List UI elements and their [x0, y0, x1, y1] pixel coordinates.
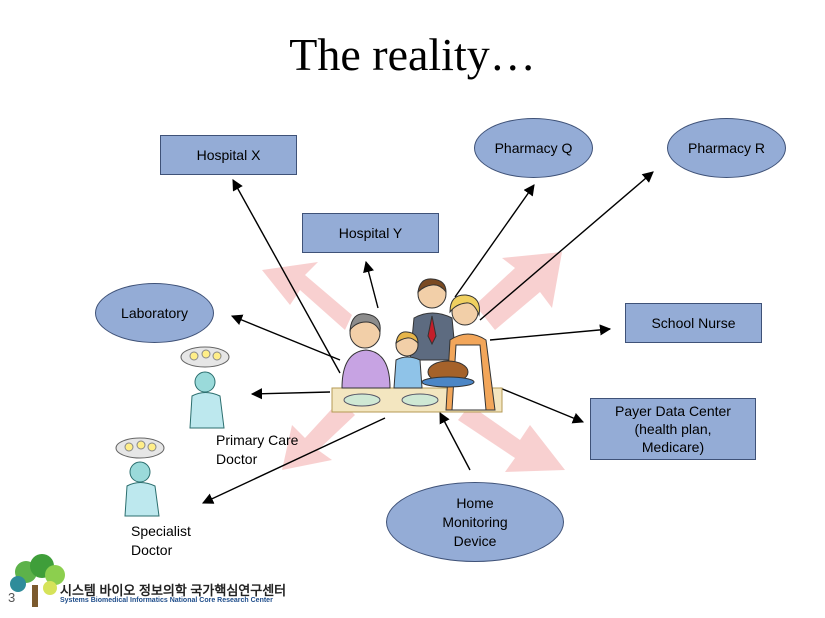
arrow-family-to-school_nurse: [489, 324, 612, 341]
primary-care-doctor-illustration: [180, 346, 230, 429]
primary-care-doctor-label: Primary Care Doctor: [216, 432, 299, 467]
burst-arrow-lower-right: [458, 405, 565, 472]
pharmacy-r-node: Pharmacy R: [667, 118, 786, 178]
dad-hair: [417, 278, 447, 294]
org-name-english: Systems Biomedical Informatics National …: [60, 597, 273, 604]
home-monitoring-device-node: Home Monitoring Device: [386, 482, 564, 562]
dad-tie: [427, 315, 437, 346]
hospital-y-node: Hospital Y: [302, 213, 439, 253]
hospital-x-node: Hospital X: [160, 135, 297, 175]
slide-title: The reality…: [289, 29, 536, 80]
burst-arrow-lower-left: [282, 400, 355, 470]
arrow-family-to-pharmacy_q: [454, 184, 535, 298]
arrow-family-to-payer: [499, 387, 585, 424]
arrow-family-to-hospital_x: [232, 179, 341, 374]
arrow-family-to-primary_care: [250, 388, 331, 400]
boy-body: [393, 356, 423, 389]
plate-left: [343, 393, 381, 407]
connector-arrows: [201, 171, 654, 504]
page-number: 3: [8, 590, 16, 605]
burst-arrow-upper-right: [475, 252, 562, 330]
arrow-family-to-specialist: [201, 417, 386, 504]
turkey-platter: [421, 376, 475, 388]
doctor-body: [189, 392, 225, 429]
specialist-doctor-illustration: [115, 437, 165, 517]
mom-apron: [451, 344, 487, 411]
burst-arrow-upper-left: [262, 262, 352, 330]
family-illustration: [331, 278, 503, 413]
laboratory-node: Laboratory: [95, 283, 214, 343]
mom-hair: [449, 294, 480, 317]
doctor-body: [124, 482, 160, 517]
plate-right: [401, 393, 439, 407]
boy-hair: [395, 331, 419, 345]
org-logo: [10, 554, 65, 607]
specialist-doctor-label: Specialist Doctor: [131, 523, 191, 558]
school-nurse-node: School Nurse: [625, 303, 762, 343]
arrow-home_monitoring-to-family: [439, 412, 471, 471]
doctor-head: [194, 371, 216, 393]
arrow-family-to-hospital_y: [363, 260, 379, 309]
payer-data-center-node: Payer Data Center (health plan, Medicare…: [590, 398, 756, 460]
grandma-body: [341, 349, 391, 389]
grandma-hair: [349, 313, 381, 333]
pharmacy-q-node: Pharmacy Q: [474, 118, 593, 178]
burst-arrows: [262, 252, 565, 472]
arrow-family-to-pharmacy_r: [479, 171, 654, 321]
doctor-head: [129, 461, 151, 483]
org-name-korean: 시스템 바이오 정보의학 국가핵심연구센터: [60, 583, 287, 598]
arrow-family-to-laboratory: [230, 314, 341, 361]
